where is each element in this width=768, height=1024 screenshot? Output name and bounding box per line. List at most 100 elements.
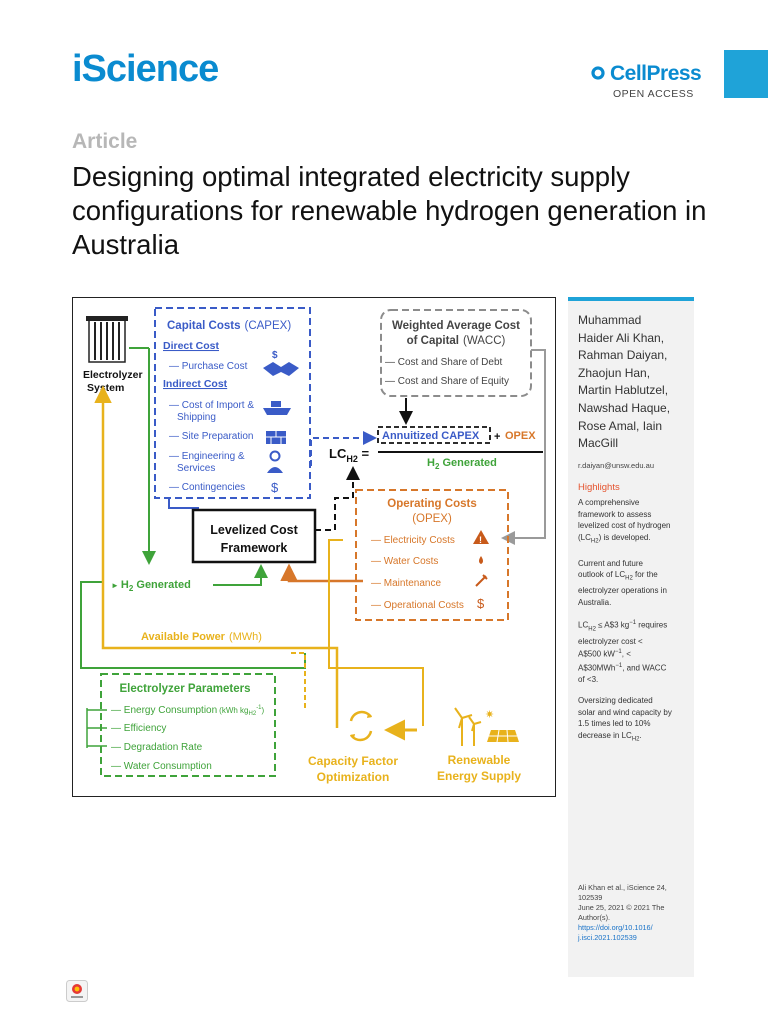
- lch2-symbol: LCH2 =: [329, 446, 369, 464]
- highlights-list: A comprehensive framework to assess leve…: [578, 497, 690, 756]
- author-line: MacGill: [578, 436, 619, 451]
- author-list: Muhammad Haider Ali Khan, Rahman Daiyan,…: [578, 312, 690, 453]
- operational-costs: — Operational Costs: [371, 600, 464, 611]
- electrolyzer-label-1: Electrolyzer: [83, 369, 143, 381]
- author-line: Zhaojun Han,: [578, 365, 651, 380]
- ship-icon: [263, 401, 291, 415]
- h2-generated-denominator: H2 Generated: [427, 457, 497, 471]
- figure-canvas: Electrolyzer System Capital Costs(CAPEX)…: [80, 307, 546, 784]
- brick-wall-icon: [266, 431, 286, 444]
- graphical-abstract: Electrolyzer System Capital Costs(CAPEX)…: [72, 297, 556, 797]
- doi-link[interactable]: https://doi.org/10.1016/: [578, 923, 653, 932]
- purchase-cost: — Purchase Cost: [169, 361, 248, 372]
- cost-of-equity: — Cost and Share of Equity: [385, 376, 509, 387]
- highlight-item: Current and future outlook of LCH2 for t…: [578, 558, 667, 607]
- direct-cost-heading: Direct Cost: [163, 340, 220, 352]
- cfo-label-2: Optimization: [317, 770, 390, 784]
- author-line: Haider Ali Khan,: [578, 330, 665, 345]
- opex-to-lcf-arrow: [280, 563, 363, 583]
- energy-consumption: — Energy Consumption(kWh kgH2-1): [111, 705, 265, 717]
- author-line: Martin Hablutzel,: [578, 383, 669, 398]
- handshake-icon: $: [263, 350, 299, 376]
- params-power-link: [289, 652, 306, 708]
- lcf-label-2: Framework: [221, 541, 288, 555]
- electrolyzer-label-2: System: [87, 382, 124, 394]
- electrolyzer-icon: [86, 316, 128, 363]
- lcf-to-lch2-arrow: [315, 466, 360, 531]
- publisher-name: CellPress: [610, 62, 702, 85]
- author-line: Muhammad: [578, 313, 642, 327]
- check-for-updates-icon[interactable]: [66, 980, 88, 1002]
- cellpress-logo[interactable]: CellPress: [588, 62, 702, 86]
- site-prep: — Site Preparation: [169, 431, 254, 442]
- electricity-cost-line: [328, 539, 424, 726]
- author-line: Rose Amal, Iain: [578, 418, 663, 433]
- opex-title-1: Operating Costs: [387, 498, 476, 510]
- highlight-item: A comprehensive framework to assess leve…: [578, 498, 671, 545]
- power-to-electrolyzer-arrow: [94, 385, 339, 728]
- dollar-icon: $: [271, 480, 279, 495]
- solar-panel-icon: ✷: [485, 709, 519, 743]
- engineering-2: Services: [177, 463, 215, 474]
- capex-to-lch2-arrow: [310, 431, 377, 466]
- author-line: Nawshad Haque,: [578, 400, 671, 415]
- author-line: Rahman Daiyan,: [578, 348, 668, 363]
- opex-term: OPEX: [505, 430, 536, 442]
- citation: Ali Khan et al., iScience 24, 102539 Jun…: [578, 883, 690, 943]
- dollar-opex-icon: $: [477, 596, 485, 611]
- svg-text:✷: ✷: [485, 709, 494, 721]
- journal-logo[interactable]: iScience: [72, 48, 219, 90]
- highlight-item: Oversizing dedicated solar and wind capa…: [578, 696, 672, 743]
- available-power: Available Power(MWh): [141, 631, 262, 643]
- wind-turbine-icon: [454, 707, 482, 746]
- levelized-cost-framework: [191, 508, 317, 564]
- cellpress-mark-icon: [591, 66, 605, 80]
- electricity-costs: — Electricity Costs: [371, 535, 455, 546]
- degradation-rate: — Degradation Rate: [111, 742, 203, 753]
- corresponding-email[interactable]: r.daiyan@unsw.edu.au: [578, 461, 654, 470]
- wacc-title-2: of Capital(WACC): [407, 335, 506, 347]
- svg-text:$: $: [272, 350, 278, 361]
- cycle-arrows-icon: [349, 710, 373, 742]
- wacc-to-opex-arrow: [501, 349, 546, 545]
- highlights-heading: Highlights: [578, 482, 620, 493]
- annuitized-capex: Annuitized CAPEX: [382, 430, 480, 442]
- water-costs: — Water Costs: [371, 556, 438, 567]
- electrolyzer-parameters-box: [100, 673, 276, 777]
- cfo-label-1: Capacity Factor: [308, 754, 398, 768]
- sidebar-panel: [568, 297, 694, 977]
- engineer-icon: [267, 450, 283, 473]
- article-type: Article: [72, 130, 138, 153]
- highlight-item: LCH2 ≤ A$3 kg−1 requires electrolyzer co…: [578, 620, 668, 684]
- citation-line: Author(s).: [578, 913, 611, 922]
- h2-generated-label: ►H2 Generated: [111, 579, 191, 593]
- citation-line: 102539: [578, 893, 603, 902]
- accent-block: [724, 50, 768, 98]
- citation-line: June 25, 2021 © 2021 The: [578, 903, 665, 912]
- contingencies: — Contingencies: [169, 482, 245, 493]
- hammer-icon: [475, 574, 488, 587]
- lcf-label-1: Levelized Cost: [210, 523, 298, 537]
- open-access-label: OPEN ACCESS: [613, 88, 694, 100]
- cost-of-debt: — Cost and Share of Debt: [385, 357, 503, 368]
- import-cost-1: — Cost of Import &: [169, 400, 254, 411]
- wacc-title-1: Weighted Average Cost: [392, 320, 520, 332]
- svg-text:!: !: [479, 535, 482, 545]
- article-title: Designing optimal integrated electricity…: [72, 161, 707, 260]
- citation-line: Ali Khan et al., iScience 24,: [578, 883, 667, 892]
- res-label-1: Renewable: [448, 753, 511, 767]
- annuitized-capex-box: [377, 426, 491, 444]
- maintenance: — Maintenance: [371, 578, 441, 589]
- opex-box: [355, 489, 509, 621]
- plus-sign: +: [494, 431, 500, 443]
- res-label-2: Energy Supply: [437, 769, 521, 783]
- doi-link[interactable]: j.isci.2021.102539: [578, 933, 637, 942]
- wacc-box: [380, 309, 532, 397]
- indirect-cost-heading: Indirect Cost: [163, 378, 228, 390]
- warning-icon: !: [473, 530, 489, 545]
- params-feedback-line: [80, 581, 306, 669]
- h2-to-lcf-arrow: [213, 564, 268, 586]
- efficiency: — Efficiency: [111, 723, 166, 734]
- capex-box: [154, 307, 311, 499]
- water-consumption: — Water Consumption: [111, 761, 212, 772]
